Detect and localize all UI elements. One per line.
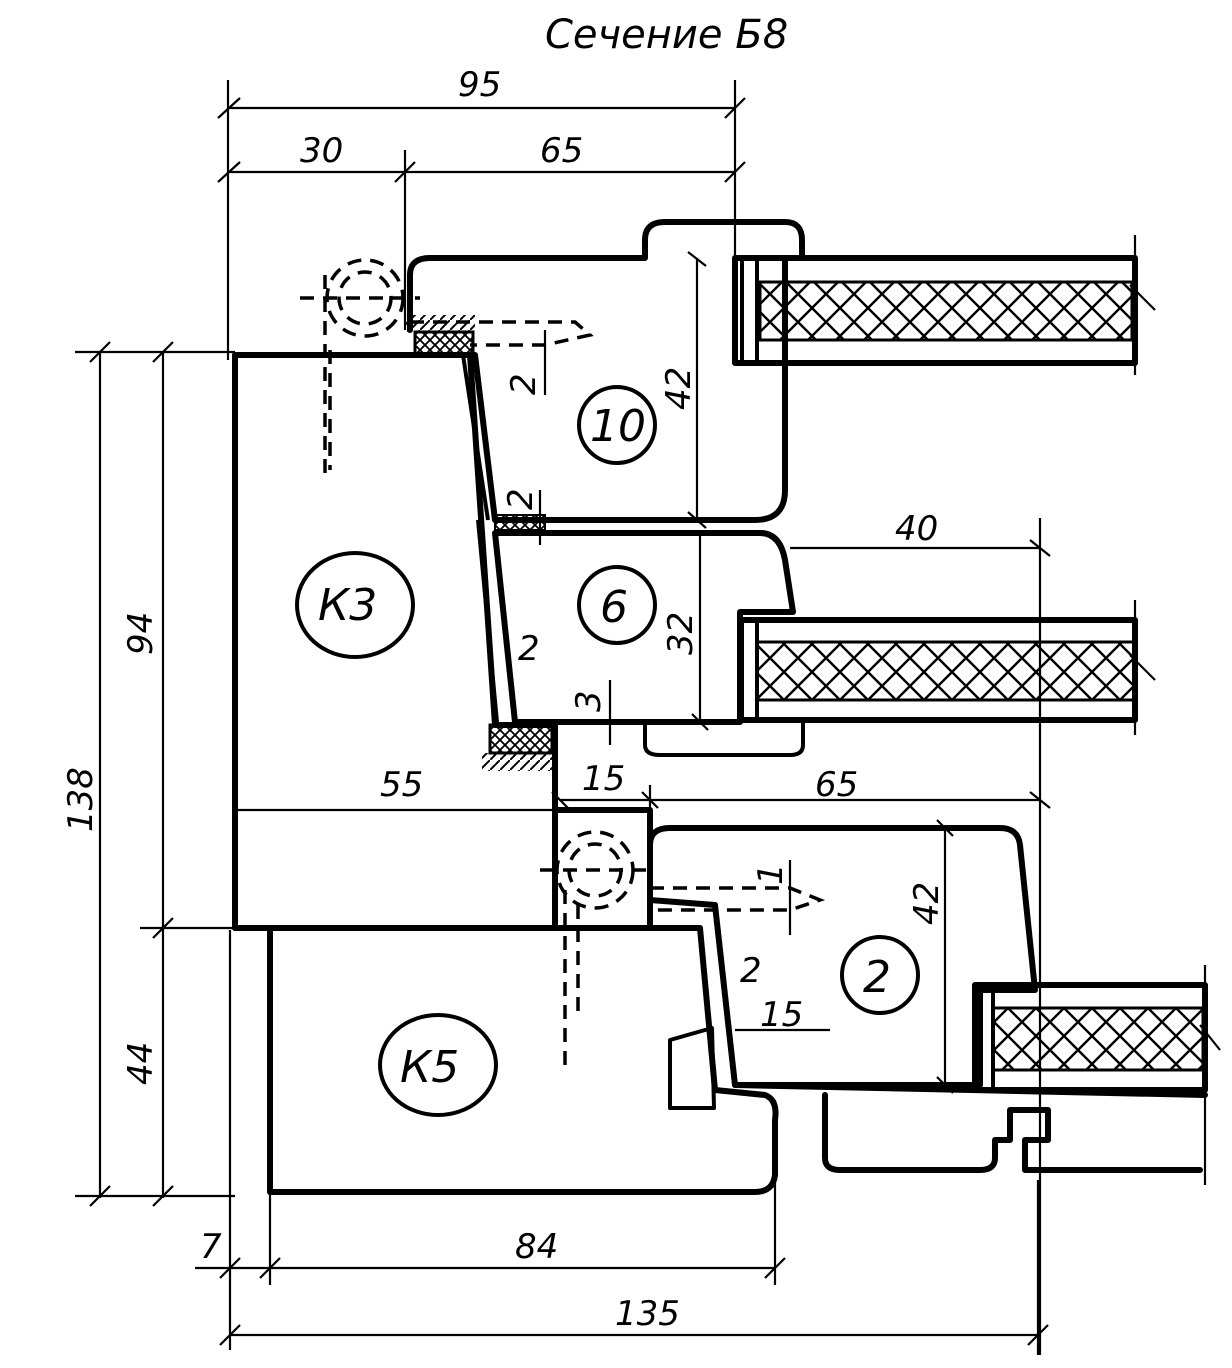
dim-15-low: 15	[760, 995, 803, 1035]
part-2-label: 2	[863, 952, 891, 1003]
sash-10-outline	[407, 219, 805, 523]
hinge-upper	[300, 258, 594, 480]
part-10-label: 10	[590, 401, 646, 452]
dim-138: 138	[61, 767, 101, 832]
dim-84: 84	[515, 1227, 558, 1267]
sash-2-outline	[647, 825, 1038, 1088]
dim-1: 1	[751, 863, 791, 885]
dim-65-mid: 65	[815, 765, 858, 805]
dim-135: 135	[615, 1294, 680, 1334]
dim-3: 3	[569, 690, 609, 712]
sash-10-seal	[494, 514, 546, 531]
glass-lower-insulation	[991, 1006, 1205, 1072]
break-lines	[1129, 235, 1221, 1185]
glass-middle-bead	[740, 618, 759, 722]
part-k5-circle	[378, 1013, 498, 1117]
dim-2-c: 2	[518, 629, 540, 669]
dim-2-a: 2	[504, 373, 544, 395]
dimension-lines-internal	[538, 251, 1051, 1355]
frame-k5-step	[668, 1026, 716, 1110]
glass-upper-insulation	[758, 280, 1134, 342]
dim-32: 32	[661, 612, 701, 655]
sash-10-inner	[461, 354, 490, 521]
dim-30: 30	[300, 131, 343, 171]
dim-42-upper: 42	[659, 367, 699, 410]
part-6-circle	[577, 565, 657, 645]
part-6-label: 6	[600, 582, 628, 633]
section-title: Сечение Б8	[545, 12, 788, 58]
frame-k5-inner	[698, 927, 717, 1091]
dim-44: 44	[121, 1042, 161, 1085]
part-k3-label: К3	[318, 580, 377, 631]
hinge-lower	[540, 830, 826, 1065]
seal-mid	[488, 723, 554, 755]
dim-95: 95	[458, 65, 501, 105]
dimension-lines-bottom	[195, 930, 1049, 1355]
sash-6-outline	[492, 530, 796, 725]
frame-k5-outline	[232, 925, 779, 1195]
glass-upper-bead	[740, 256, 759, 365]
dim-2-b: 2	[501, 488, 541, 510]
seal-top	[413, 330, 475, 356]
dim-40: 40	[895, 509, 938, 549]
dim-94: 94	[121, 612, 161, 655]
glass-middle-insulation	[755, 640, 1137, 702]
sash-6-lower-bead	[643, 722, 805, 757]
part-2-circle	[840, 935, 920, 1015]
hatch-mid	[482, 753, 554, 771]
sash-2-lower-bead	[822, 1092, 1203, 1173]
part-10-circle	[577, 385, 657, 465]
dim-7: 7	[200, 1227, 222, 1267]
sash-6-inner	[476, 519, 499, 723]
dim-2-d: 2	[740, 951, 762, 991]
dim-55: 55	[380, 765, 423, 805]
part-k5-label: К5	[400, 1042, 459, 1093]
glass-lower-base	[732, 1082, 1208, 1098]
dim-15-mid: 15	[582, 759, 625, 799]
dim-65-top: 65	[540, 131, 583, 171]
part-k3-circle	[295, 551, 415, 659]
dim-42-lower: 42	[907, 882, 947, 925]
dimension-lines-left	[75, 341, 235, 1207]
